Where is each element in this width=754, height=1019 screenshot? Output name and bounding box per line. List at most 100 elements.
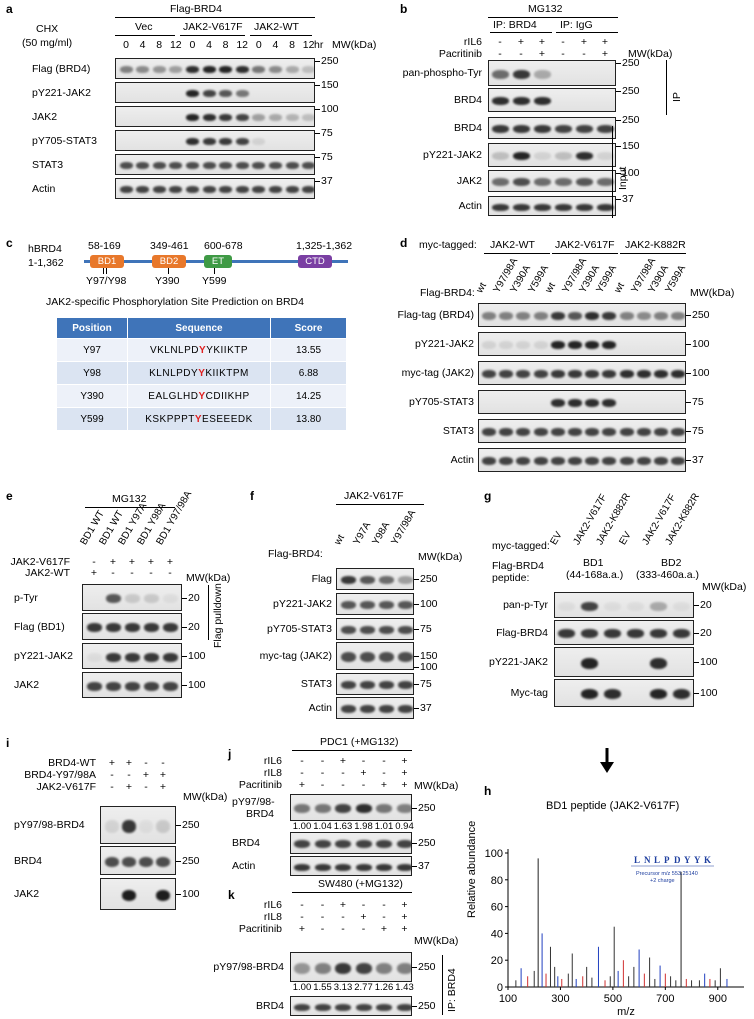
panel-c-label: c bbox=[6, 236, 13, 250]
band-5 bbox=[596, 152, 614, 160]
mw-5: 37 bbox=[692, 454, 704, 466]
mw-tick-1 bbox=[694, 632, 699, 634]
band-6 bbox=[585, 341, 600, 349]
band-2 bbox=[516, 457, 531, 465]
seq-post: YKIIKTP bbox=[206, 344, 249, 356]
panel-b-label: b bbox=[400, 2, 408, 16]
blot-1 bbox=[554, 620, 694, 645]
blot-3 bbox=[82, 672, 182, 698]
mw-2: 75 bbox=[420, 623, 432, 635]
col-position: Position bbox=[56, 317, 128, 339]
band-1 bbox=[122, 890, 136, 901]
sign-1-2: - bbox=[341, 911, 345, 923]
band-3 bbox=[355, 963, 372, 974]
band-8 bbox=[252, 138, 266, 145]
band-4 bbox=[575, 204, 593, 211]
sign-2-1: - bbox=[320, 923, 325, 935]
et-range: 600-678 bbox=[204, 240, 243, 252]
sign-1-1: - bbox=[320, 767, 325, 779]
blot-2 bbox=[82, 643, 182, 669]
band-5 bbox=[568, 370, 582, 378]
band-2 bbox=[378, 705, 394, 713]
band-0 bbox=[491, 152, 509, 160]
panel-d-label: d bbox=[400, 236, 408, 250]
mw-tick-2 bbox=[694, 662, 699, 663]
band-4 bbox=[185, 90, 199, 97]
blot-5 bbox=[488, 196, 616, 216]
mw2-tick-3 bbox=[414, 667, 419, 668]
row-label-0: Flag-tag (BRD4) bbox=[397, 309, 474, 321]
band-9 bbox=[636, 312, 651, 320]
band-5 bbox=[202, 162, 216, 169]
lane-4: wt bbox=[543, 280, 558, 295]
bd2-range: 349-461 bbox=[150, 240, 189, 252]
band-0 bbox=[482, 457, 496, 465]
timepoint-1: 4 bbox=[139, 39, 146, 51]
seq-site: Y bbox=[198, 390, 206, 402]
panel-j-header: PDC1 (+MG132) bbox=[320, 736, 399, 748]
mw-tick-2 bbox=[616, 120, 621, 121]
band-3 bbox=[156, 857, 170, 867]
band-0 bbox=[340, 681, 356, 689]
band-4 bbox=[550, 312, 565, 320]
timepoint-0: 0 bbox=[123, 39, 129, 51]
quant-5: 1.43 bbox=[395, 982, 414, 993]
band-3 bbox=[143, 682, 159, 691]
row-label-2: pY221-JAK2 bbox=[489, 656, 548, 668]
sign-0-2: + bbox=[538, 36, 546, 48]
blot-0 bbox=[554, 592, 694, 618]
band-1 bbox=[105, 653, 121, 662]
panel-j-label: j bbox=[228, 747, 232, 761]
band-1 bbox=[580, 629, 598, 638]
band-1 bbox=[136, 162, 150, 169]
band-0 bbox=[340, 705, 356, 713]
blot-0 bbox=[488, 60, 616, 86]
precursor-charge: +2 charge bbox=[650, 878, 675, 884]
mw-tick-2 bbox=[176, 894, 181, 895]
blot-0 bbox=[478, 303, 686, 327]
band-1 bbox=[499, 312, 514, 320]
band-5 bbox=[396, 864, 411, 871]
blot-3 bbox=[115, 130, 315, 151]
sign-2-2: - bbox=[341, 923, 345, 935]
band-4 bbox=[550, 457, 565, 465]
band-3 bbox=[397, 705, 413, 713]
band-1 bbox=[499, 370, 514, 378]
band-3 bbox=[533, 428, 548, 436]
panel-h-label: h bbox=[484, 784, 492, 798]
band-6 bbox=[219, 138, 233, 145]
band-6 bbox=[585, 312, 600, 320]
band-8 bbox=[619, 312, 634, 320]
mw-tick-1 bbox=[412, 1006, 417, 1007]
lane-0: wt bbox=[332, 532, 347, 547]
sign-0-2: + bbox=[339, 755, 347, 767]
flag-pulldown-label: Flag pulldown bbox=[212, 583, 224, 648]
band-3 bbox=[169, 162, 183, 169]
band-5 bbox=[568, 312, 582, 320]
band-6 bbox=[219, 90, 233, 97]
band-3 bbox=[554, 152, 572, 160]
blot-2 bbox=[478, 361, 686, 385]
timepoint-10: 8 bbox=[289, 39, 295, 51]
blot-2 bbox=[100, 878, 176, 910]
sign-2-3: + bbox=[159, 781, 167, 793]
mw-tick-4 bbox=[414, 684, 419, 685]
panel-a-header: Flag-BRD4 bbox=[170, 3, 222, 15]
band-7 bbox=[602, 370, 617, 378]
band-8 bbox=[252, 114, 266, 121]
blot-4 bbox=[478, 419, 686, 443]
band-2 bbox=[378, 576, 394, 584]
band-1 bbox=[314, 864, 331, 871]
mw-3: 150 bbox=[622, 140, 640, 152]
band-2 bbox=[533, 178, 551, 186]
site-y599: Y599 bbox=[202, 275, 227, 287]
cell-sequence: VKLNLPDYYKIIKTP bbox=[127, 338, 271, 362]
band-0 bbox=[482, 341, 496, 349]
ytick-label-1: 20 bbox=[491, 955, 503, 967]
band-0 bbox=[294, 804, 310, 813]
group-vec: Vec bbox=[135, 21, 153, 33]
cell-sequence: EALGLHDYCDIIKHP bbox=[127, 384, 271, 408]
band-2 bbox=[378, 601, 394, 609]
band-9 bbox=[636, 457, 651, 465]
